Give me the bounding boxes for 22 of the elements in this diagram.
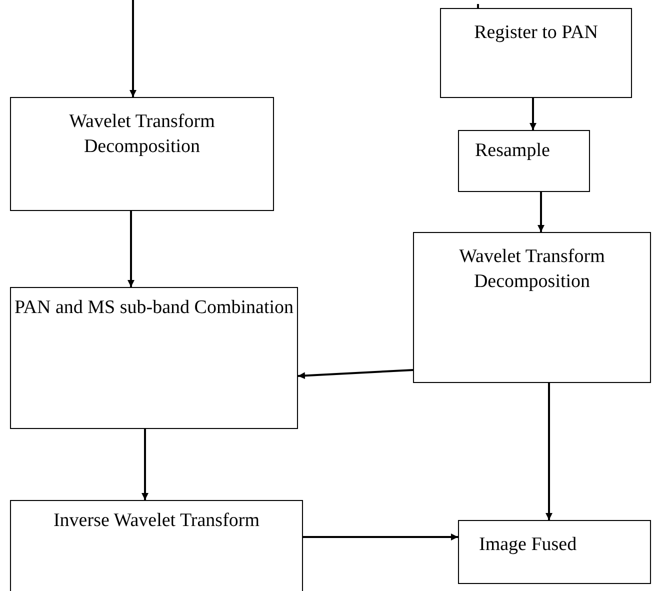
arrow bbox=[298, 369, 414, 380]
box-label: Wavelet Transform Decomposition bbox=[458, 245, 606, 294]
arrow bbox=[128, 211, 134, 287]
arrow bbox=[546, 383, 552, 520]
process-box bbox=[413, 232, 651, 383]
arrow bbox=[303, 534, 458, 540]
process-box bbox=[10, 500, 303, 591]
box-label: Image Fused bbox=[479, 533, 578, 557]
box-label: Register to PAN bbox=[473, 21, 599, 45]
box-label: Inverse Wavelet Transform bbox=[52, 509, 261, 533]
process-box bbox=[440, 8, 632, 98]
arrow bbox=[530, 98, 536, 130]
arrow bbox=[130, 0, 136, 97]
arrow bbox=[142, 429, 148, 500]
arrow bbox=[538, 192, 544, 232]
process-box bbox=[458, 520, 651, 584]
process-box bbox=[10, 97, 274, 211]
box-label: Resample bbox=[475, 139, 551, 163]
box-label: Wavelet Transform Decomposition bbox=[68, 110, 216, 159]
process-box bbox=[458, 130, 590, 192]
box-label: PAN and MS sub-band Combination bbox=[13, 296, 295, 320]
process-box bbox=[10, 287, 298, 429]
